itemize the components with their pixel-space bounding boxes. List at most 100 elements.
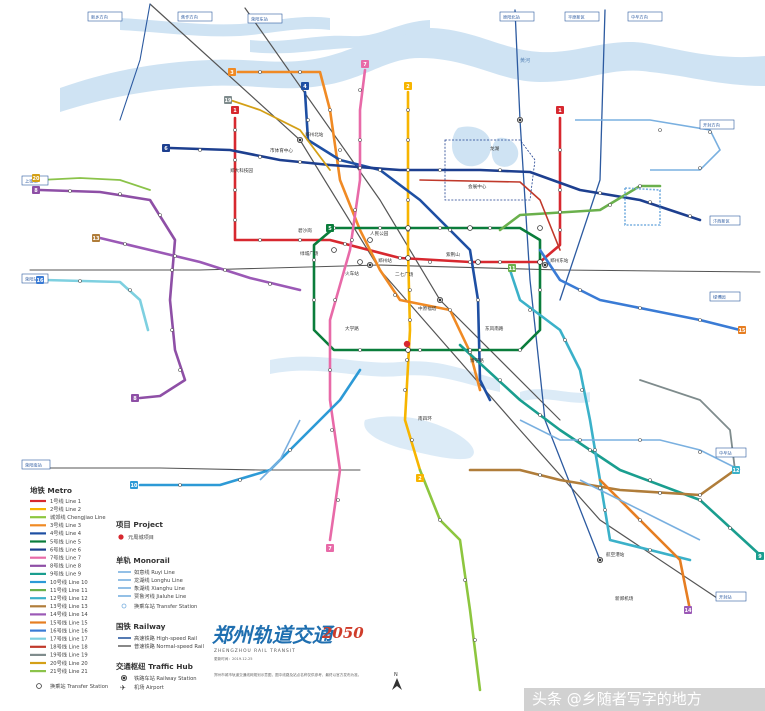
- station-label: 博学路: [470, 357, 484, 364]
- line-plate-number: 2: [418, 476, 422, 482]
- station-dot: [338, 148, 342, 152]
- station-dot: [406, 198, 410, 202]
- line-plate: [224, 96, 232, 104]
- legend-item: 19号线 Line 19: [50, 651, 88, 659]
- edge-tag: 绿博园: [713, 294, 726, 301]
- line-12: [508, 268, 692, 562]
- station-label: 郑大科技园: [230, 167, 253, 174]
- line-plate: [92, 234, 100, 242]
- transfer-station: [537, 225, 543, 231]
- edge-tag: 开封方向: [703, 122, 720, 129]
- yellow-river: 黄河: [60, 16, 765, 112]
- line-14: [98, 236, 302, 292]
- station-dot: [538, 473, 542, 477]
- legend-item: 21号线 Line 21: [50, 667, 88, 675]
- line-plate-number: 20: [33, 176, 40, 182]
- edge-tag: 上街站: [25, 178, 38, 185]
- station-dot: [698, 166, 702, 170]
- project-marker: [403, 340, 411, 348]
- station-dot: [488, 226, 492, 230]
- station-dot: [406, 138, 410, 142]
- lakes: [270, 126, 590, 460]
- station-label: 郑州东站: [550, 257, 569, 264]
- edge-tag: 焦作方向: [181, 14, 198, 21]
- line-plate-number: 3: [230, 70, 234, 76]
- station-dot: [428, 260, 432, 264]
- station-dot: [538, 413, 542, 417]
- station-dot: [405, 358, 409, 362]
- station-dot: [338, 158, 342, 162]
- line-plate: [756, 552, 764, 560]
- station-dot: [298, 238, 302, 242]
- station-dot: [698, 450, 702, 454]
- station-dot: [258, 155, 262, 159]
- station-dot: [178, 483, 182, 487]
- legend-project-item: 元周城项目: [128, 534, 154, 541]
- station-dot: [558, 188, 562, 192]
- line-plate-number: 2: [406, 84, 410, 90]
- station-dot: [638, 184, 642, 188]
- station-dot: [598, 191, 602, 195]
- transfer-station: [405, 347, 411, 353]
- edge-tag: 荥阳南站: [25, 462, 42, 469]
- legend-traffic-item: 机场 Airport: [134, 683, 164, 691]
- legend-item: 6号线 Line 6: [50, 545, 81, 553]
- line-plate-number: 15: [739, 328, 746, 334]
- station-dot: [170, 268, 174, 272]
- line-18: [419, 179, 561, 251]
- station-dot: [658, 128, 662, 132]
- title-block: 郑州轨道交通 2050 ZHENGZHOU RAIL TRANSIT 更新时间：…: [212, 623, 402, 690]
- line-plate: [738, 326, 746, 334]
- transfer-station: [331, 247, 337, 253]
- station-dot: [358, 348, 362, 352]
- station-dot: [268, 282, 272, 286]
- station-dot: [343, 242, 347, 246]
- station-dot: [123, 242, 127, 246]
- transfer-station: [357, 259, 363, 265]
- line-plate-number: 7: [328, 546, 332, 552]
- watermark-text: 头条 @乡随者写字的地方: [532, 690, 702, 708]
- station-dot: [233, 158, 237, 162]
- edge-tag: 荥阳站: [25, 276, 38, 283]
- legend-item: 1号线 Line 1: [50, 497, 81, 505]
- legend-item: 18号线 Line 18: [50, 643, 88, 651]
- station-dot: [498, 260, 502, 264]
- station-dot: [223, 268, 227, 272]
- station-dot: [538, 288, 542, 292]
- station-label: 航空港站: [606, 551, 625, 558]
- transfer-station: [475, 259, 481, 265]
- station-dot: [463, 578, 467, 582]
- legend-monorail-hub: 换乘车站 Transfer Station: [134, 602, 197, 610]
- station-dot: [698, 498, 702, 502]
- station-dot: [358, 88, 362, 92]
- line-plate-number: 9: [758, 554, 762, 560]
- station-dot: [350, 238, 354, 242]
- legend-railway-item: 高速铁路 High-speed Rail: [134, 634, 197, 642]
- legend-item: 城郊线 Chengjiao Line: [50, 513, 106, 521]
- legend-monorail-header: 单轨 Monorail: [116, 556, 170, 565]
- station-dot: [233, 218, 237, 222]
- edge-tag: 开封站: [719, 594, 732, 601]
- station-dot: [378, 168, 382, 172]
- station-dot: [498, 168, 502, 172]
- station-dot: [258, 70, 262, 74]
- station-dot: [648, 478, 652, 482]
- station-dot: [438, 226, 442, 230]
- station-dot: [358, 138, 362, 142]
- station-dot: [333, 298, 337, 302]
- legend-item: 12号线 Line 12: [50, 594, 88, 602]
- station-label: 新郑机场: [615, 595, 634, 602]
- line-plate-number: 8: [34, 188, 38, 194]
- station-dot: [638, 438, 642, 442]
- line-plate: [556, 106, 564, 114]
- station-dot: [698, 318, 702, 322]
- legend-item: 10号线 Line 10: [50, 578, 88, 586]
- transfer-station: [405, 225, 411, 231]
- line-plate: [36, 276, 44, 284]
- station-dot: [468, 260, 472, 264]
- station-dot: [688, 214, 692, 218]
- line-3: [236, 70, 482, 392]
